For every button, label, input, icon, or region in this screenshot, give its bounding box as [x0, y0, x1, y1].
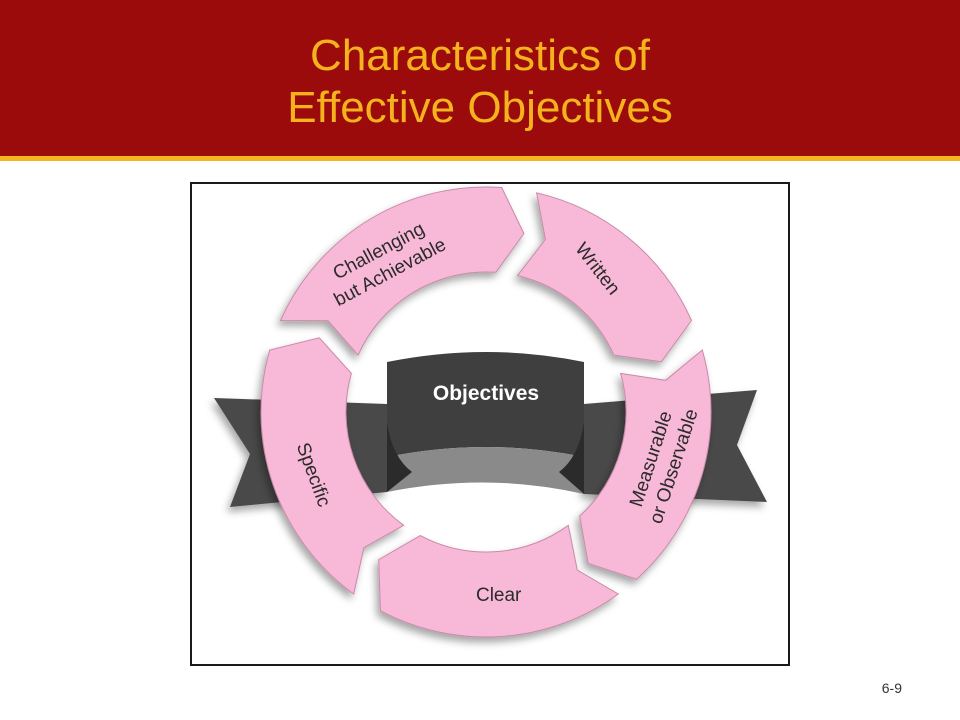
segment-clear — [378, 524, 620, 638]
segment-written — [516, 192, 693, 363]
segment-challenging — [279, 186, 525, 357]
title-banner: Characteristics of Effective Objectives — [0, 0, 960, 161]
slide-title-line-2: Effective Objectives — [287, 83, 673, 132]
segment-specific — [260, 337, 405, 595]
slide-number: 6-9 — [881, 680, 902, 696]
slide-title-line-1: Characteristics of — [310, 31, 650, 80]
segment-measurable — [579, 349, 712, 580]
center-label: Objectives — [433, 382, 539, 405]
segment-label-clear: Clear — [476, 585, 522, 606]
objectives-banner: Objectives — [387, 352, 584, 494]
slide-title: Characteristics of Effective Objectives — [0, 30, 960, 134]
